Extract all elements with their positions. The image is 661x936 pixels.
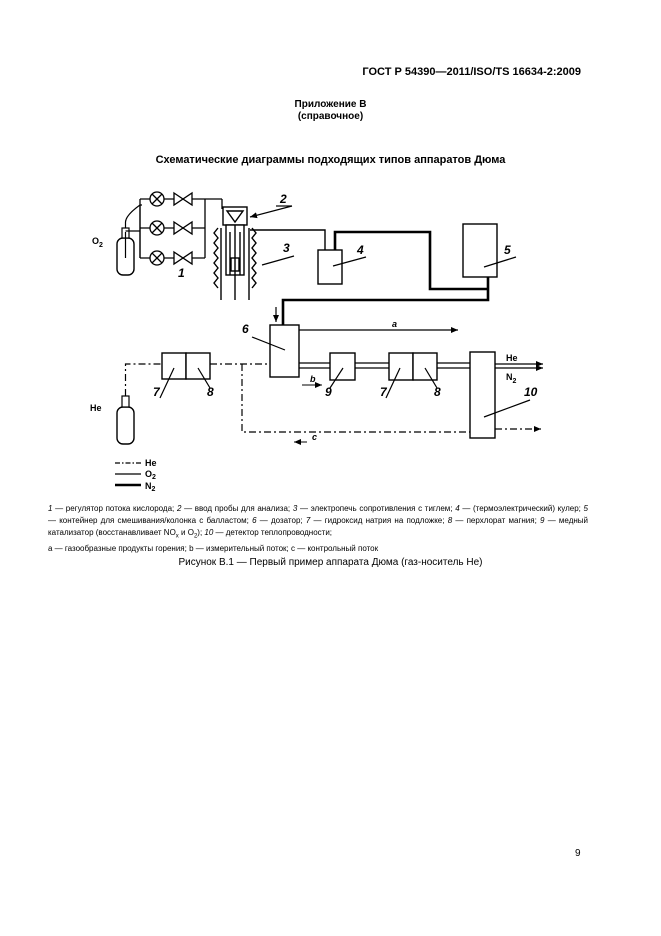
outlet-he-label: He xyxy=(506,353,518,363)
page-number: 9 xyxy=(575,848,581,859)
key-number: 6 xyxy=(252,516,257,525)
key-text: — (термоэлектрический) кулер; xyxy=(459,504,584,513)
key-number: 4 xyxy=(455,504,460,513)
sodium-hydroxide-1 xyxy=(161,352,187,380)
key-number: 10 xyxy=(204,528,214,537)
flow-label-c: c xyxy=(312,432,317,442)
he-cylinder xyxy=(116,395,135,445)
key-text: ); xyxy=(197,528,205,537)
key-text: — перхлорат магния; xyxy=(452,516,541,525)
resistance-furnace xyxy=(213,224,257,300)
key-flows: а — газообразные продукты горения; b — и… xyxy=(48,543,379,553)
o2-cylinder xyxy=(116,204,142,276)
label-3: 3 xyxy=(283,241,290,255)
legend-o2: O2 xyxy=(145,469,156,481)
key-text: — электропечь сопротивления с тиглем; xyxy=(297,504,456,513)
label-7b: 7 xyxy=(380,385,388,399)
key-number: 9 xyxy=(540,516,545,525)
oxygen-flow-regulator xyxy=(139,191,206,266)
thermal-conductivity-detector xyxy=(469,351,496,439)
label-10: 10 xyxy=(524,385,538,399)
label-4: 4 xyxy=(356,243,364,257)
key-number: 3 xyxy=(292,504,298,513)
key-subscript: x xyxy=(175,533,179,540)
key-text: и O xyxy=(178,528,194,537)
key-text: — ввод пробы для анализа; xyxy=(181,504,293,513)
mixing-container xyxy=(462,223,498,278)
label-8a: 8 xyxy=(207,385,214,399)
label-5: 5 xyxy=(504,243,511,257)
legend-he: He xyxy=(145,458,157,468)
label-7a: 7 xyxy=(153,385,161,399)
key-number: 7 xyxy=(305,516,311,525)
key-text: — дозатор; xyxy=(256,516,306,525)
key-text: — контейнер для смешивания/колонка с бал… xyxy=(48,516,253,525)
key-text: — детектор теплопроводности; xyxy=(213,528,333,537)
legend-n2: N2 xyxy=(145,481,156,493)
dumas-apparatus-diagram: O2 1 2 3 4 xyxy=(90,191,543,493)
figure-caption: Рисунок В.1 — Первый пример аппарата Дюм… xyxy=(178,557,483,568)
key-items: 1 — регулятор потока кислорода; 2 — ввод… xyxy=(48,504,588,540)
key-number: 8 xyxy=(447,516,453,525)
appendix-title: Приложение В xyxy=(294,99,367,110)
section-title: Схематические диаграммы подходящих типов… xyxy=(155,154,506,166)
flow-label-a: a xyxy=(392,319,397,329)
key-number: 2 xyxy=(176,504,182,513)
outlet-n2-label: N2 xyxy=(506,372,517,385)
standard-header: ГОСТ Р 54390—2011/ISO/TS 16634-2:2009 xyxy=(362,66,581,78)
label-1: 1 xyxy=(178,266,185,280)
o2-cylinder-label: O2 xyxy=(92,236,103,249)
figure-key: 1 — регулятор потока кислорода; 2 — ввод… xyxy=(48,503,588,555)
doser xyxy=(269,324,300,378)
appendix-heading: Приложение В (справочное) xyxy=(0,99,661,123)
magnesium-perchlorate-1 xyxy=(185,352,211,380)
label-2: 2 xyxy=(279,192,287,206)
he-cylinder-label: He xyxy=(90,403,102,413)
key-text: — регулятор потока кислорода; xyxy=(52,504,177,513)
label-9: 9 xyxy=(325,385,332,399)
sample-inlet xyxy=(222,206,248,226)
diagram-legend: He O2 N2 xyxy=(115,458,157,493)
sodium-hydroxide-2 xyxy=(388,352,414,381)
key-number: 5 xyxy=(583,504,588,513)
cooler xyxy=(317,249,343,285)
magnesium-perchlorate-2 xyxy=(412,352,438,381)
label-8b: 8 xyxy=(434,385,441,399)
label-6: 6 xyxy=(242,322,249,336)
key-number: 1 xyxy=(48,504,53,513)
key-text: — гидроксид натрия на подложке; xyxy=(310,516,448,525)
flow-label-b: b xyxy=(310,374,316,384)
appendix-subtitle: (справочное) xyxy=(297,111,364,122)
copper-catalyst xyxy=(329,352,356,381)
key-subscript: 2 xyxy=(193,533,198,540)
key-text: — медный катализатор (восстанавливает NO xyxy=(48,516,588,537)
